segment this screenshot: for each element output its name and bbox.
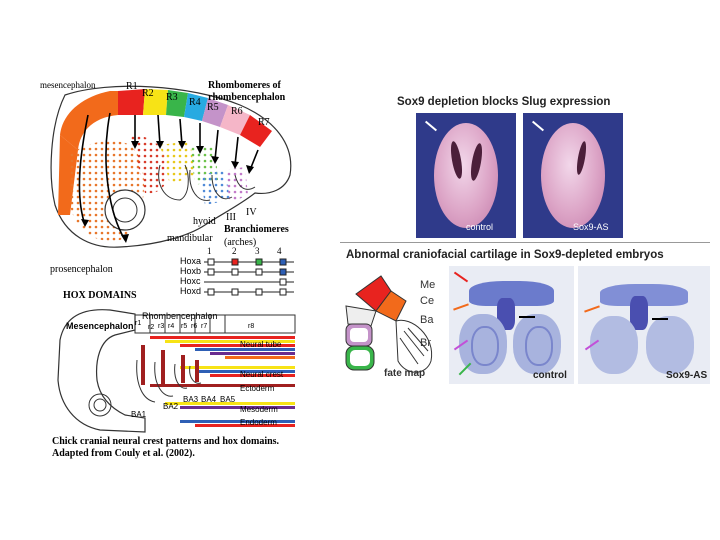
hox-table: 1 2 3 4 Hoxa Hoxb Hoxc Hoxd — [180, 246, 295, 300]
label-hyoid: hyoid — [193, 216, 216, 227]
cartilage-photo-sox9: Sox9-AS — [578, 266, 710, 384]
label-r3: R3 — [166, 92, 178, 103]
label-ba4: BA4 — [201, 395, 217, 404]
fate-label-me: Me — [420, 279, 436, 291]
label-r1-bottom: r1 — [135, 320, 142, 327]
fate-map-label: fate map — [384, 368, 426, 379]
hox-row-d: Hoxd — [180, 286, 202, 296]
label-endoderm: Endoderm — [240, 418, 277, 427]
label-r4: R4 — [189, 97, 201, 108]
hox-col-1: 1 — [207, 246, 212, 256]
label-r6: R6 — [231, 106, 243, 117]
label-rhombomeres-title-1: Rhombomeres of — [208, 80, 281, 91]
label-prosencephalon: prosencephalon — [50, 264, 113, 275]
label-arch-iii: III — [226, 212, 236, 223]
cartilage-photo-control: control — [449, 266, 574, 384]
label-mandibular: mandibular — [167, 233, 213, 244]
hox-row-c: Hoxc — [180, 276, 201, 286]
embryo-photo-control: control — [416, 113, 516, 238]
hox-lines — [204, 258, 294, 296]
label-ba2: BA2 — [163, 402, 179, 411]
fate-label-ce: Ce — [420, 295, 435, 307]
embryo-photo-sox9: Sox9-AS — [523, 113, 623, 238]
label-mesoderm: Mesoderm — [240, 405, 278, 414]
label-ba1: BA1 — [131, 410, 147, 419]
fate-map — [336, 266, 446, 384]
label-arches: (arches) — [224, 237, 257, 248]
sox9-slug-title: Sox9 depletion blocks Slug expression — [397, 96, 611, 108]
label-ba3: BA3 — [183, 395, 199, 404]
label-r5: R5 — [207, 102, 219, 113]
label-sox9-bottom: Sox9-AS — [666, 370, 708, 381]
fate-label-br: Br — [420, 337, 431, 349]
caption-line-1: Chick cranial neural crest patterns and … — [52, 436, 280, 447]
cartilage-title: Abnormal craniofacial cartilage in Sox9-… — [346, 249, 664, 261]
panel-divider — [340, 242, 710, 243]
fate-label-ba: Ba — [420, 314, 434, 326]
label-r5-bottom: r5 — [181, 323, 188, 330]
label-r8-bottom: r8 — [248, 323, 255, 330]
label-control-top: control — [466, 222, 494, 232]
label-r6-bottom: r6 — [191, 323, 198, 330]
hox-col-4: 4 — [277, 246, 282, 256]
label-r2: R2 — [142, 88, 154, 99]
label-r3-bottom: r3 — [158, 323, 165, 330]
label-mesencephalon: mesencephalon — [40, 80, 96, 90]
label-rhombomeres-title-2: rhombencephalon — [208, 92, 286, 103]
hox-row-b: Hoxb — [180, 266, 202, 276]
label-ba5: BA5 — [220, 395, 236, 404]
label-r7: R7 — [258, 117, 270, 128]
label-mesencephalon-bottom: Mesencephalon — [66, 321, 134, 331]
hox-domains-title: HOX DOMAINS — [63, 290, 137, 301]
label-r7-bottom: r7 — [201, 323, 208, 330]
hox-col-2: 2 — [232, 246, 237, 256]
label-branchiomeres: Branchiomeres — [224, 224, 289, 235]
sox9-slug-panel: Sox9 depletion blocks Slug expression co… — [336, 88, 710, 238]
label-r1: R1 — [126, 81, 138, 92]
label-sox9-top: Sox9-AS — [573, 222, 609, 232]
label-ectoderm: Ectoderm — [240, 384, 275, 393]
label-neural-tube: Neural tube — [240, 340, 282, 349]
label-r2-bottom: r2 — [148, 324, 155, 331]
hox-row-a: Hoxa — [180, 256, 202, 266]
rhombomere-diagram — [50, 85, 292, 248]
caption-line-2: Adapted from Couly et al. (2002). — [52, 448, 195, 459]
hox-col-3: 3 — [255, 246, 260, 256]
label-rhombencephalon: Rhombencephalon — [142, 311, 218, 321]
label-r4-bottom: r4 — [168, 323, 175, 330]
label-neural-crest: Neural crest — [240, 370, 284, 379]
label-arch-iv: IV — [246, 207, 257, 218]
label-control-bottom: control — [533, 370, 567, 381]
hox-domains-diagram — [57, 309, 296, 433]
